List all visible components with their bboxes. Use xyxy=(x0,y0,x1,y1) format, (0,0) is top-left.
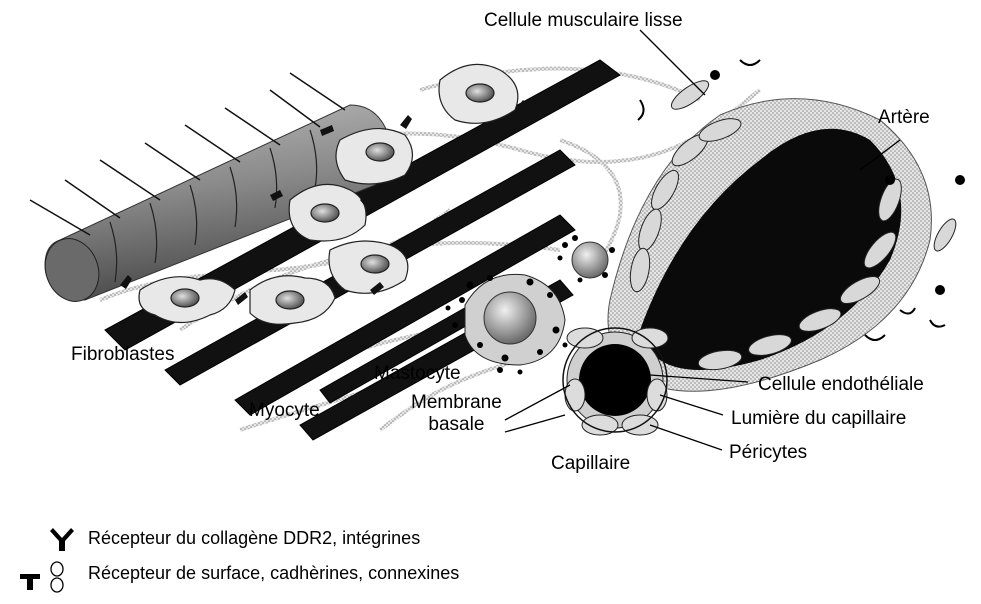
legend-text-surface: Récepteur de surface, cadhèrines, connex… xyxy=(88,563,459,584)
capillary xyxy=(563,328,668,435)
label-basement-membrane-line1: Membrane xyxy=(411,392,502,414)
label-capillary: Capillaire xyxy=(551,453,630,475)
label-pericytes: Péricytes xyxy=(729,442,807,464)
collagen-receptor-icon xyxy=(48,525,78,553)
legend-row-collagen: Récepteur du collagène DDR2, intégrines xyxy=(0,525,981,555)
label-basement-membrane-line2: basale xyxy=(411,414,502,436)
label-endothelial-cell: Cellule endothéliale xyxy=(758,374,924,396)
label-artery: Artère xyxy=(878,107,930,129)
legend-row-surface: Récepteur de surface, cadhèrines, connex… xyxy=(0,560,981,590)
label-mastocyte: Mastocyte xyxy=(374,363,461,385)
label-myocyte: Myocyte xyxy=(249,400,320,422)
surface-receptor-icon xyxy=(18,560,73,596)
label-basement-membrane: Membrane basale xyxy=(411,392,502,436)
label-capillary-lumen: Lumière du capillaire xyxy=(731,408,906,430)
label-fibroblasts: Fibroblastes xyxy=(71,344,175,366)
legend-text-collagen: Récepteur du collagène DDR2, intégrines xyxy=(88,528,420,549)
label-smooth-muscle: Cellule musculaire lisse xyxy=(484,10,683,32)
